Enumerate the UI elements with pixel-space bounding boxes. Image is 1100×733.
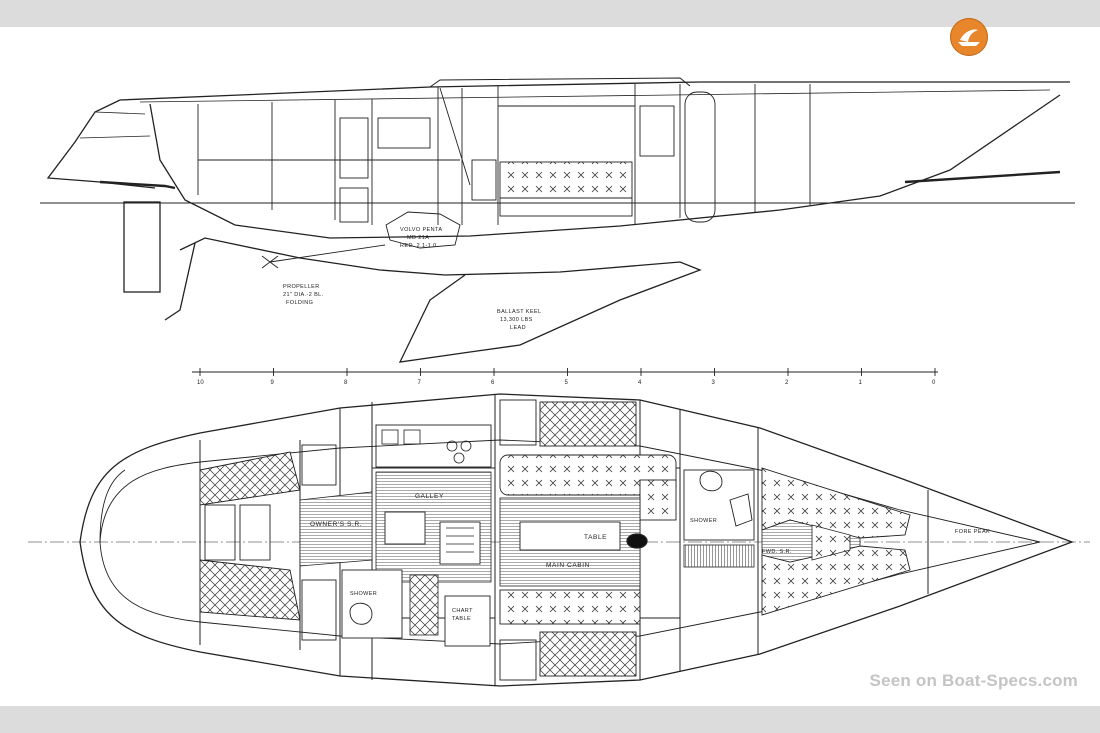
shower-aft-label: SHOWER xyxy=(350,591,377,597)
deck-line xyxy=(139,89,1051,103)
keel-label-line3: LEAD xyxy=(510,325,526,331)
boat-specs-logo-icon[interactable] xyxy=(950,18,988,56)
scale-bar xyxy=(192,368,938,376)
propeller-label-line1: PROPELLER xyxy=(283,284,320,290)
galley-counter xyxy=(375,424,492,468)
scale-tick-label: 8 xyxy=(344,380,348,386)
sailboat-icon xyxy=(958,29,980,46)
dining-table xyxy=(519,521,621,551)
chart-table-label-line2: TABLE xyxy=(452,616,471,622)
fore-peak-label: FORE PEAK xyxy=(955,529,990,535)
stern xyxy=(46,99,156,189)
scale-tick-label: 3 xyxy=(712,380,716,386)
chart-table-label-line1: CHART xyxy=(452,608,473,614)
ballast-keel xyxy=(179,237,702,363)
watermark-text: Seen on Boat-Specs.com xyxy=(869,671,1078,690)
galley-label: GALLEY xyxy=(415,493,444,500)
engine xyxy=(385,211,461,249)
pilot-berth-stbd xyxy=(539,631,637,677)
cabin-trunk xyxy=(429,77,691,88)
owners-sr-label: OWNER'S S.R. xyxy=(310,521,362,528)
chart-table xyxy=(444,595,491,647)
plan-view xyxy=(28,393,1090,687)
companion-steps xyxy=(439,521,481,565)
engine-label-line3: RED. 2.1-1.0 xyxy=(400,243,437,249)
owners-sr-sole xyxy=(299,491,373,567)
propeller xyxy=(261,244,386,269)
propeller-label-line2: 21" DIA.-2 BL. xyxy=(283,292,324,298)
engine-label-line2: MD 21A xyxy=(407,235,429,241)
pilot-berth-port xyxy=(539,401,637,447)
fwd-sr-label: FWD. S.R. xyxy=(762,549,792,555)
propeller-label-line3: FOLDING xyxy=(286,300,313,306)
scale-tick-label: 5 xyxy=(565,380,569,386)
keel-label-line2: 13,300 LBS xyxy=(500,317,533,323)
aft-head xyxy=(341,569,403,639)
engine-label-line1: VOLVO PENTA xyxy=(400,227,442,233)
main-cabin-label: MAIN CABIN xyxy=(546,562,590,569)
profile-settee xyxy=(499,161,633,199)
settee-stbd xyxy=(499,589,641,625)
hull-bottom xyxy=(149,94,1061,239)
scale-tick-label: 9 xyxy=(271,380,275,386)
scale-tick-label: 6 xyxy=(491,380,495,386)
profile-view xyxy=(40,77,1075,363)
aft-berth-stbd xyxy=(199,559,301,621)
table-label: TABLE xyxy=(584,534,607,541)
mast-step xyxy=(626,533,648,549)
scale-tick-label: 0 xyxy=(932,380,936,386)
aft-berth-port xyxy=(199,451,301,506)
sheer-line xyxy=(119,81,1070,101)
shower-fwd-label: SHOWER xyxy=(690,518,717,524)
scale-tick-label: 2 xyxy=(785,380,789,386)
scale-tick-label: 1 xyxy=(859,380,863,386)
scale-tick-label: 10 xyxy=(197,380,204,386)
scale-tick-label: 7 xyxy=(418,380,422,386)
bottom-gray-band xyxy=(0,706,1100,733)
keel-label-line1: BALLAST KEEL xyxy=(497,309,541,315)
rudder xyxy=(123,201,161,293)
hull-outline xyxy=(79,393,1074,687)
settee-port xyxy=(499,454,677,496)
top-gray-band xyxy=(0,0,1100,27)
forward-head xyxy=(683,469,755,541)
boat-layout-drawing: VOLVO PENTA MD 21A RED. 2.1-1.0 PROPELLE… xyxy=(28,77,1090,687)
scale-tick-label: 4 xyxy=(638,380,642,386)
